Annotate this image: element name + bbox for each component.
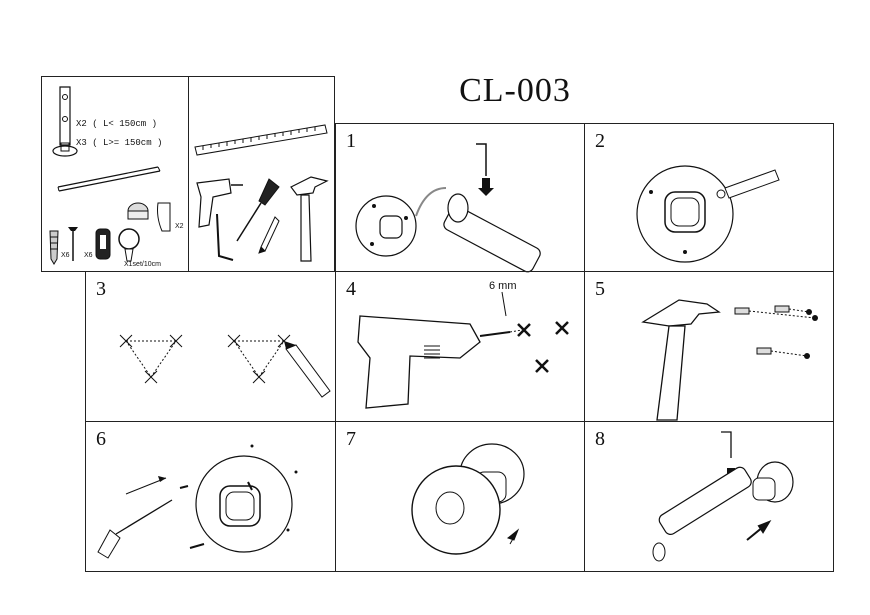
- screwdriver-icon: [233, 177, 283, 245]
- drill-size-label: 6 mm: [489, 280, 517, 292]
- step-2-panel: 2: [584, 123, 834, 272]
- ruler-icon: [193, 121, 329, 157]
- step-1-illustration: [346, 136, 576, 266]
- step-3-number: 3: [96, 278, 106, 300]
- end-cap-qty: X2: [175, 223, 184, 230]
- tools-panel: [188, 76, 335, 272]
- step-4-illustration: [350, 292, 580, 417]
- step-2-illustration: [625, 144, 815, 264]
- step-6-illustration: [96, 444, 298, 568]
- hammer-icon: [285, 173, 333, 265]
- step-8-illustration: [645, 428, 825, 568]
- ring-icon: [115, 227, 143, 263]
- step-4-panel: 4 6 mm: [335, 271, 585, 422]
- step-8-number: 8: [595, 428, 605, 450]
- step-8-panel: 8: [584, 421, 834, 572]
- end-cap-icon: [124, 197, 176, 237]
- anchor-icon: [46, 229, 62, 265]
- anchor-qty: X6: [61, 252, 70, 259]
- step-1-number: 1: [346, 130, 356, 152]
- step-6-number: 6: [96, 428, 106, 450]
- step-5-panel: 5: [584, 271, 834, 422]
- step-6-panel: 6: [85, 421, 336, 572]
- parts-panel: X2 ( L< 150cm ) X3 ( L>= 150cm ) X2 X6 X…: [41, 76, 189, 272]
- page-title: CL-003: [459, 72, 571, 109]
- bracket-icon: [50, 85, 80, 165]
- step-4-number: 4: [346, 278, 356, 300]
- screw-qty: X6: [84, 252, 93, 259]
- hook-icon: [92, 227, 114, 263]
- step-5-illustration: [639, 292, 818, 422]
- pencil-icon: [257, 215, 281, 255]
- step-3-illustration: [116, 327, 336, 417]
- step-5-number: 5: [595, 278, 605, 300]
- screw-icon: [68, 227, 78, 265]
- step-2-number: 2: [595, 130, 605, 152]
- step-7-number: 7: [346, 428, 356, 450]
- ring-qty: X1set/10cm: [124, 261, 161, 268]
- step-1-panel: 1: [335, 123, 585, 272]
- qty-long-label: X3 ( L>= 150cm ): [76, 138, 163, 148]
- step-7-panel: 7: [335, 421, 585, 572]
- step-7-illustration: [406, 436, 566, 566]
- hex-key-icon: [213, 212, 237, 262]
- step-3-panel: 3: [85, 271, 336, 422]
- rod-icon: [56, 163, 162, 193]
- qty-short-label: X2 ( L< 150cm ): [76, 119, 158, 129]
- drill-icon: [193, 175, 245, 231]
